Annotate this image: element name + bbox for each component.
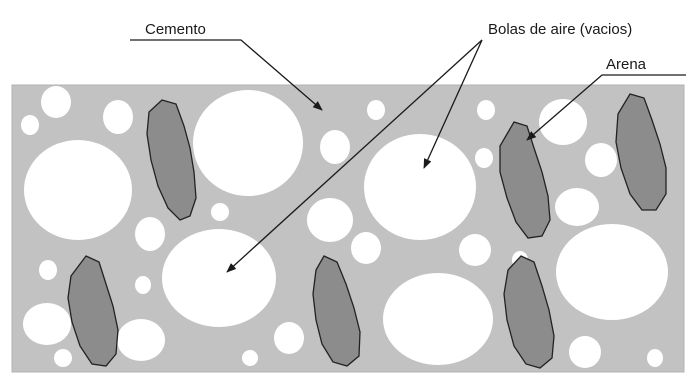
air-voids-label: Bolas de aire (vacios) (488, 21, 632, 38)
air-void (556, 224, 668, 320)
air-void (135, 217, 165, 251)
sand-label: Arena (606, 56, 647, 73)
air-void (41, 86, 71, 118)
air-void (24, 140, 132, 240)
air-void (459, 234, 491, 266)
air-void (647, 349, 663, 367)
air-void (364, 134, 476, 240)
air-void (383, 273, 493, 365)
air-void (274, 322, 304, 354)
air-void (135, 276, 151, 294)
air-void (320, 130, 350, 164)
air-void (585, 143, 617, 177)
air-void (555, 188, 599, 226)
air-void (103, 100, 133, 134)
air-void (539, 99, 587, 145)
air-void (242, 350, 258, 366)
air-void (117, 319, 165, 361)
air-void (351, 232, 381, 264)
air-void (477, 100, 495, 120)
air-void (23, 303, 71, 345)
air-void (54, 349, 72, 367)
air-void (307, 198, 353, 242)
air-void (367, 100, 385, 120)
air-void (569, 336, 601, 368)
air-void (21, 115, 39, 135)
air-void (193, 90, 303, 196)
air-void (475, 148, 493, 168)
air-void (39, 260, 57, 280)
air-void (211, 203, 229, 221)
cement-label: Cemento (145, 21, 206, 38)
